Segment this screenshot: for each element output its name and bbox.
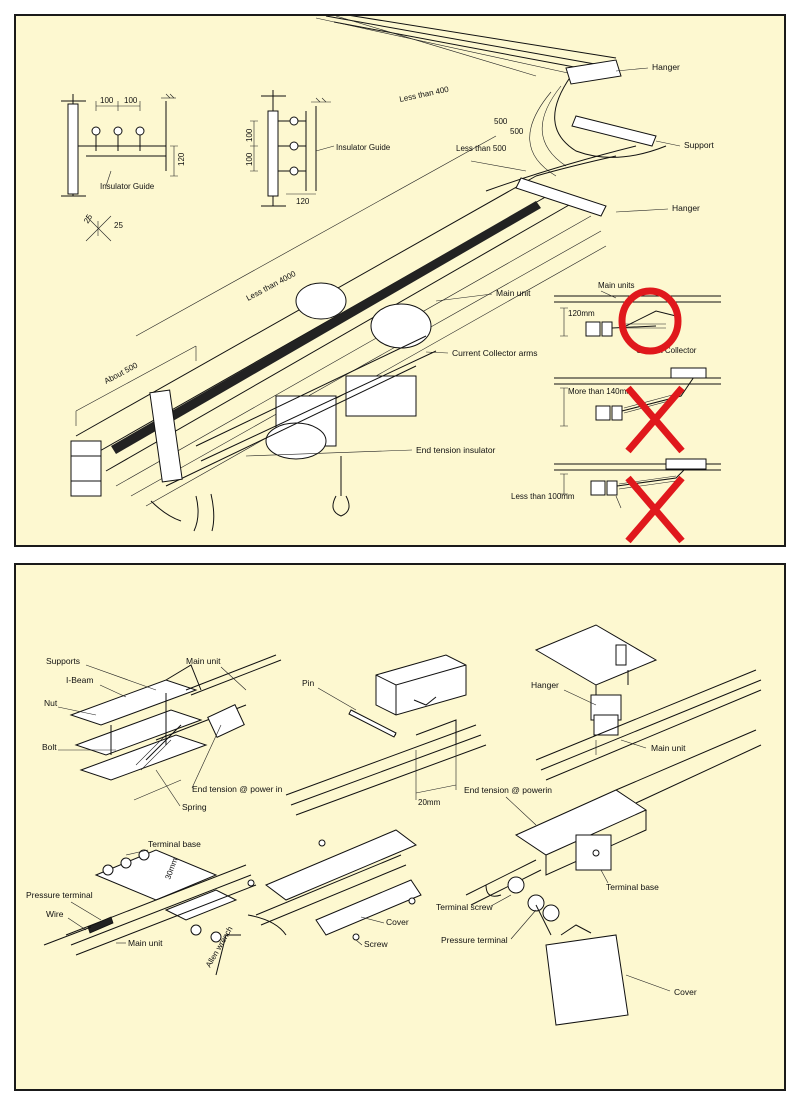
end-tension-power-in-label-2: End tension @ powerin [464, 785, 552, 795]
left-inset-angle-25-a: 25 [82, 212, 95, 225]
ng-cross-mark-1 [625, 385, 685, 454]
hanger-label: Hanger [531, 680, 559, 690]
current-collector-arms-label: Current Collector arms [452, 348, 538, 358]
dimension-20mm-label: 20mm [418, 798, 441, 807]
hanger-detail [534, 624, 762, 781]
right-inset-dim-100-b: 100 [245, 152, 254, 166]
end-tension-power-in-label-1: End tension @ power in [192, 784, 283, 794]
right-inset-insulator-guide-label: Insulator Guide [336, 143, 391, 152]
ok-dimension-120mm: 120mm [568, 309, 595, 318]
left-inset-insulator-guide-label: Insulator Guide [100, 182, 155, 191]
cover-label-1: Cover [386, 917, 409, 927]
pressure-terminal-label-2: Pressure terminal [441, 935, 508, 945]
hanger-label-1: Hanger [652, 62, 680, 72]
collector-check-ok [554, 290, 721, 337]
pin-label: Pin [302, 678, 315, 688]
bolt-label: Bolt [42, 742, 57, 752]
main-unit-label: Main unit [496, 288, 531, 298]
less-than-4000-label: Less than 4000 [245, 269, 298, 303]
pressure-terminal-label-1: Pressure terminal [26, 890, 93, 900]
main-unit-label-1: Main unit [186, 656, 221, 666]
i-beam-label: I-Beam [66, 675, 93, 685]
insulator-guide-inset-left [61, 93, 178, 242]
terminal-base-detail [43, 849, 257, 976]
installation-details-diagram: Supports I-Beam Nut Bolt Main unit End t… [26, 624, 762, 1026]
dimension-500-a: 500 [494, 117, 508, 126]
bad-dimension-less-than-100mm: Less than 100mm [511, 492, 575, 501]
support-label: Support [684, 140, 714, 150]
left-inset-angle-25-b: 25 [114, 221, 123, 230]
ng-cross-mark-2 [625, 475, 685, 544]
dimension-lines [75, 16, 537, 426]
left-inset-dim-100-a: 100 [100, 96, 114, 105]
terminal-screw-label: Terminal screw [436, 902, 494, 912]
main-unit-label-2: Main unit [651, 743, 686, 753]
left-inset-dim-100-b: 100 [124, 96, 138, 105]
end-tension-powerin-detail [465, 729, 762, 1026]
insulator-guide-inset-right [250, 90, 335, 207]
supports-label: Supports [46, 656, 80, 666]
right-inset-dim-100-a: 100 [245, 128, 254, 142]
right-inset-dim-120: 120 [296, 197, 310, 206]
about-500-label: About 500 [103, 360, 140, 385]
screw-label: Screw [364, 939, 388, 949]
end-tension-insulator-label: End tension insulator [416, 445, 496, 455]
hanger-label-2: Hanger [672, 203, 700, 213]
main-units-label: Main units [598, 281, 634, 290]
collector-check-too-close [554, 458, 721, 509]
cover-detail [247, 829, 422, 941]
pin-connector-detail [285, 654, 487, 816]
installation-layout-diagram: Hanger Less than 400 500 500 Less than 5… [61, 16, 721, 544]
terminal-base-label-1: Terminal base [148, 839, 201, 849]
wire-label: Wire [46, 909, 64, 919]
installation-details-panel: Supports I-Beam Nut Bolt Main unit End t… [14, 563, 786, 1091]
nut-label: Nut [44, 698, 58, 708]
installation-layout-panel: Hanger Less than 400 500 500 Less than 5… [14, 14, 786, 547]
cover-label-2: Cover [674, 987, 697, 997]
less-than-500-label: Less than 500 [456, 144, 507, 153]
ok-circle-mark [618, 287, 682, 355]
end-tension-ibeam-detail [69, 654, 282, 801]
main-unit-label-3: Main unit [128, 938, 163, 948]
terminal-base-label-2: Terminal base [606, 882, 659, 892]
left-inset-dim-120: 120 [177, 152, 186, 166]
spring-label: Spring [182, 802, 207, 812]
bad-dimension-more-than-140mm: More than 140mm [568, 387, 633, 396]
current-collector-label: Current Collector [636, 346, 697, 355]
curved-rail-assembly [70, 16, 667, 532]
dimension-500-b: 500 [510, 127, 524, 136]
less-than-400-label: Less than 400 [399, 85, 451, 104]
